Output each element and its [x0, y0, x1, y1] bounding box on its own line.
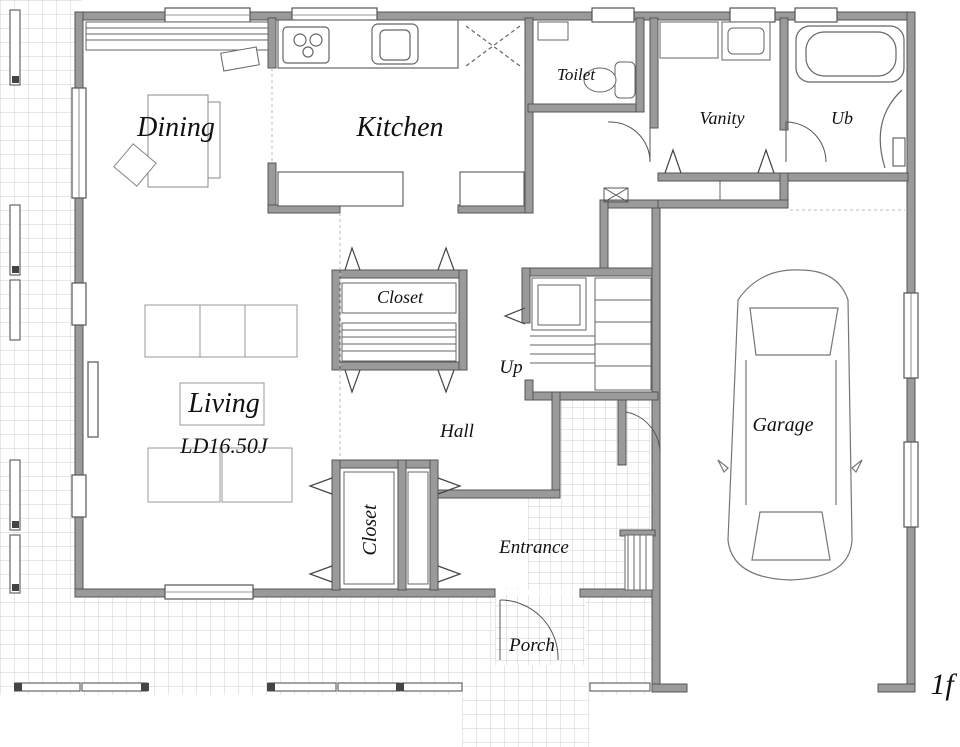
- car-icon: [717, 269, 863, 581]
- toilet-label: Toilet: [557, 65, 596, 84]
- living-label: Living: [187, 388, 260, 419]
- garage-label: Garage: [752, 414, 813, 436]
- closet-top-label: Closet: [377, 287, 424, 307]
- dining-bench: [85, 21, 269, 72]
- toilet-fixtures: [537, 21, 636, 99]
- up-label: Up: [499, 357, 522, 378]
- vanity-fixtures: [659, 21, 771, 200]
- hall-label: Hall: [439, 421, 474, 442]
- living-furniture: [144, 304, 298, 503]
- bath-fixtures: [795, 25, 906, 169]
- walls: [74, 11, 916, 693]
- doors: [499, 121, 827, 661]
- terrace-railing: [9, 9, 651, 692]
- entrance-label: Entrance: [498, 537, 569, 558]
- closet-shelves: [341, 282, 457, 585]
- folding-doors: [308, 148, 775, 583]
- vanity-label: Vanity: [700, 108, 745, 128]
- dining-table: [113, 94, 221, 188]
- terrace-lights: [12, 76, 404, 691]
- floor-label: 1f: [930, 668, 957, 701]
- closet-bottom-label: Closet: [359, 504, 381, 556]
- room-labels: Dining Kitchen Toilet Vanity Ub Closet U…: [136, 65, 957, 701]
- kitchen-counter: [277, 19, 525, 207]
- dining-label: Dining: [136, 112, 215, 143]
- stairs: [530, 277, 654, 591]
- porch-label: Porch: [508, 635, 555, 656]
- living-area-label: LD16.50J: [179, 433, 269, 458]
- ub-label: Ub: [831, 108, 853, 128]
- window-panes: [78, 14, 912, 593]
- room-separators: [271, 68, 905, 460]
- kitchen-label: Kitchen: [355, 112, 443, 143]
